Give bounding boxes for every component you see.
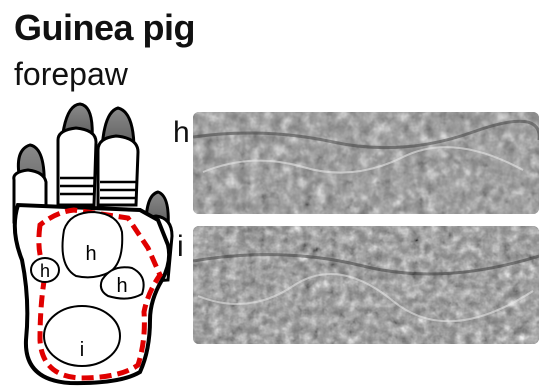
pad-h-left-label: h <box>40 261 50 281</box>
micrograph-h-texture <box>193 112 539 214</box>
micrograph-i-texture <box>193 226 539 344</box>
pad-h-main-label: h <box>85 243 96 265</box>
digit-middle <box>98 108 138 205</box>
micrograph-i <box>193 226 539 344</box>
digit-inner-left <box>58 104 96 205</box>
panel-i-label: i <box>177 232 184 262</box>
pad-i-palm-label: i <box>80 339 84 361</box>
forepaw-diagram: h h h i <box>0 100 190 387</box>
pad-h-right-label: h <box>116 275 127 297</box>
figure-title: Guinea pig <box>14 10 195 46</box>
micrograph-h <box>193 112 539 214</box>
panel-h-label: h <box>173 118 190 148</box>
figure-subtitle: forepaw <box>14 58 128 90</box>
